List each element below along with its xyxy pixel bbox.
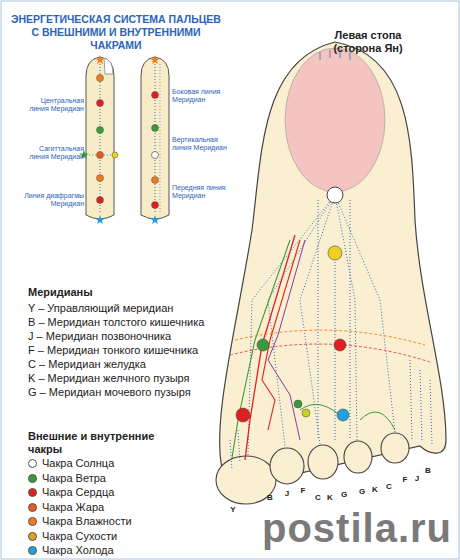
meridian-letter: F (298, 486, 308, 495)
chakra-dot (97, 75, 104, 82)
meridian-line (232, 240, 290, 458)
legend-swatch (28, 474, 37, 483)
meridian-line (410, 360, 432, 444)
legend-swatch (28, 503, 37, 512)
chakra-dot (294, 400, 302, 408)
meridian-letter: J (282, 489, 292, 498)
chakra-dot (112, 152, 118, 158)
legend-text: Чакра Жара (42, 501, 202, 513)
legend-text: K – Меридиан желчного пузыря (28, 372, 208, 384)
meridian-letter: F (400, 475, 410, 484)
legend-swatch (28, 532, 37, 541)
diagram-title: ЭНЕРГЕТИЧЕСКАЯ СИСТЕМА ПАЛЬЦЕВ С ВНЕШНИМ… (10, 13, 222, 52)
legend-text: Чакра Холода (42, 544, 202, 556)
meridian-label: Передняя линия Меридиан (172, 184, 234, 200)
chakra-dot (236, 408, 250, 422)
legend-swatch (28, 459, 37, 468)
meridian-letter: K (325, 493, 335, 502)
foot-label: Левая стопа (сторона Ян) (322, 29, 414, 55)
meridian-letter: B (265, 493, 275, 502)
chakra-dot (337, 409, 349, 421)
meridian-letter: B (423, 466, 433, 475)
meridian-letter: G (357, 487, 367, 496)
meridian-label: Центральная линия Меридиан (22, 97, 84, 113)
meridian-line (335, 195, 357, 441)
meridian-label: Сагиттальная линия Меридиан (22, 145, 84, 161)
meridian-line (100, 64, 101, 214)
meridian-letter: C (313, 493, 323, 502)
legend-text: Чакра Сухости (42, 530, 202, 542)
legend-text: Чакра Влажности (42, 515, 202, 527)
meridian-letter: Y (228, 505, 238, 514)
meridian-line (335, 195, 395, 433)
toe-arc (300, 404, 395, 430)
toe-outline (381, 433, 409, 463)
meridian-label: Боковая линия Меридиан (172, 88, 234, 104)
chakra-dot (97, 175, 104, 182)
legend-swatch (28, 488, 37, 497)
legend-text: Чакра Ветра (42, 472, 202, 484)
finger-nail (104, 58, 113, 74)
legend-text: J – Меридиан позвоночника (28, 330, 208, 342)
chakra-dot (152, 125, 159, 132)
heel-pad (285, 48, 385, 192)
legend-text: Чакра Сердца (42, 486, 202, 498)
legend-text: G – Меридиан мочевого пузыря (28, 386, 208, 398)
meridian-line (262, 240, 300, 430)
meridian-label: Вертикальная линия Меридиан (172, 136, 234, 152)
chakra-dot (328, 246, 342, 260)
toe-outline (308, 445, 338, 479)
chakra-dot (152, 177, 159, 184)
meridian-letter: C (384, 482, 394, 491)
meridian-lines (230, 195, 432, 470)
star-mark (150, 55, 160, 64)
meridian-label: Линия диафрагмы Меридиан (22, 192, 84, 208)
chakra-dot (334, 339, 346, 351)
finger-outline (86, 57, 114, 219)
watermark: postila.ru (262, 506, 452, 550)
meridian-line (155, 64, 156, 214)
legend-text: Y – Управляющий меридиан (28, 302, 208, 314)
meridian-letter: K (370, 485, 380, 494)
chakra-dot (302, 409, 310, 417)
chakra-dot (152, 202, 159, 209)
chakra-dot (97, 197, 104, 204)
chakra-dot (97, 127, 104, 134)
foot-outline (220, 42, 446, 488)
legend-text: C – Меридиан желудка (28, 358, 208, 370)
toe-outline (270, 448, 304, 484)
chakra-dot (152, 152, 159, 159)
star-mark (95, 215, 105, 224)
meridian-line (350, 200, 351, 440)
meridian-line (248, 195, 335, 455)
chakra-dot (257, 339, 269, 351)
chakra-dot (327, 187, 343, 203)
legend-text: F – Меридиан тонкого кишечника (28, 344, 208, 356)
legend-swatch (28, 546, 37, 555)
meridian-line (160, 64, 161, 214)
meridian-letter: G (339, 490, 349, 499)
legend-heading: Меридианы (28, 286, 208, 299)
star-mark (95, 55, 105, 64)
meridian-line (268, 240, 305, 440)
legend-swatch (28, 517, 37, 526)
star-mark (150, 215, 160, 224)
chakra-dot (97, 152, 104, 159)
meridian-letter: J (412, 474, 422, 483)
legend-heading: Внешние и внутренние чакры (28, 430, 178, 456)
chakra-dot (97, 100, 104, 107)
chakra-dot (152, 92, 159, 99)
toe-outline (216, 456, 276, 504)
legend-text: B – Меридиан толстого кишечника (28, 316, 208, 328)
toe-outline (344, 441, 372, 473)
legend-text: Чакра Солнца (42, 457, 202, 469)
finger-outline (141, 57, 169, 219)
